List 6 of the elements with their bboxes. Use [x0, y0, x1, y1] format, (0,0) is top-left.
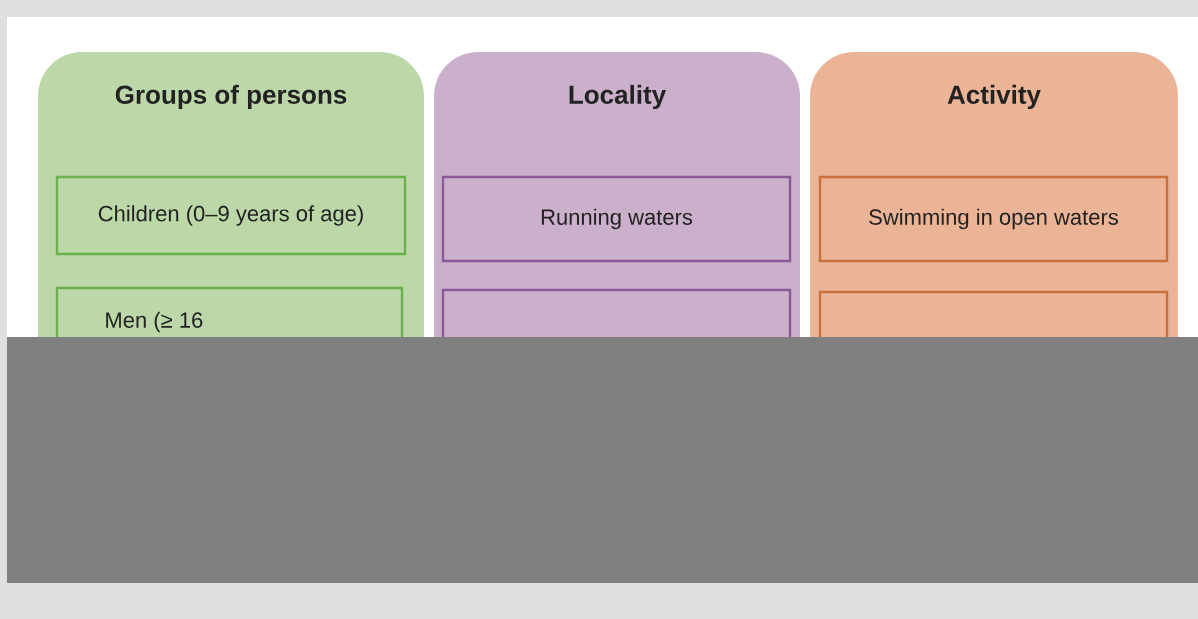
- category-box: [441, 288, 792, 337]
- category-box: Children (0–9 years of age): [55, 175, 407, 256]
- category-box: Running waters: [441, 175, 792, 263]
- category-box: Men (≥ 16: [55, 286, 404, 337]
- category-box: Swimming in open waters: [818, 175, 1169, 263]
- category-box: [818, 290, 1169, 337]
